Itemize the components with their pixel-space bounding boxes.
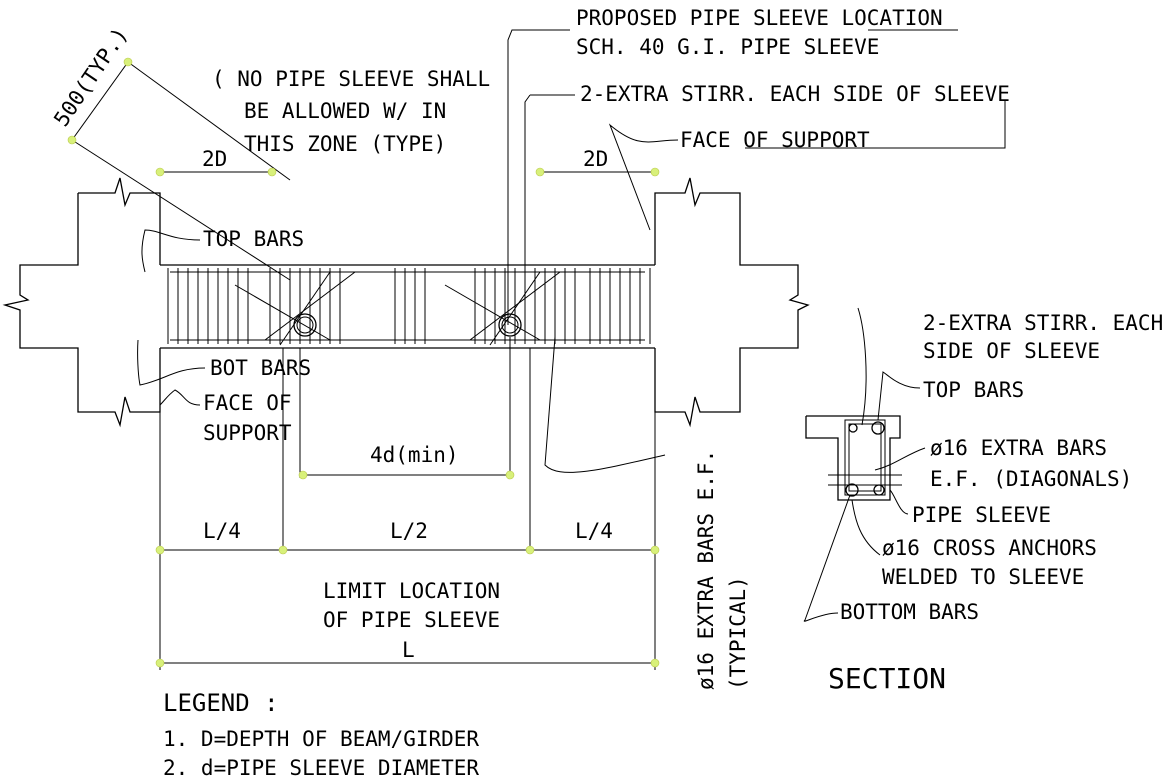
dim-l-half: L/2: [390, 519, 428, 543]
no-sleeve-line1: ( NO PIPE SLEEVE SHALL: [212, 67, 490, 91]
section-stirr-1: 2-EXTRA STIRR. EACH: [923, 311, 1163, 335]
legend-item-2: 2. d=PIPE SLEEVE DIAMETER: [163, 756, 479, 779]
proposed-line1: PROPOSED PIPE SLEEVE LOCATION: [576, 6, 943, 30]
extra-bars-vertical-1: ø16 EXTRA BARS E.F.: [694, 450, 718, 690]
dim-2d-right: 2D: [583, 147, 608, 171]
top-bars-label: TOP BARS: [203, 227, 304, 251]
dim-l-quarter-left: L/4: [203, 519, 241, 543]
right-support: [654, 177, 810, 428]
section-top-bars: TOP BARS: [923, 378, 1024, 402]
dim-4d-min: 4d(min): [370, 443, 459, 467]
section-stirr-2: SIDE OF SLEEVE: [923, 339, 1100, 363]
leader-lines: [71, 29, 1006, 670]
extra-bars-vertical-2: (TYPICAL): [726, 576, 750, 690]
limit-line1: LIMIT LOCATION: [323, 579, 500, 603]
diagonal-bars: [234, 271, 561, 346]
typ-500: 500(TYP.): [49, 23, 133, 131]
limit-line2: OF PIPE SLEEVE: [323, 608, 500, 632]
dim-2d-left: 2D: [202, 147, 227, 171]
section-extra-1: ø16 EXTRA BARS: [930, 436, 1107, 460]
no-sleeve-line2: BE ALLOWED W/ IN: [244, 99, 446, 123]
dim-l-quarter-right: L/4: [575, 519, 613, 543]
face-of-label: FACE OF: [203, 391, 292, 415]
dim-span-l: L: [402, 638, 415, 662]
section-anchors-1: ø16 CROSS ANCHORS: [882, 536, 1097, 560]
section-anchors-2: WELDED TO SLEEVE: [882, 565, 1084, 589]
face-support-top: FACE OF SUPPORT: [680, 128, 870, 152]
left-support: [2, 177, 161, 428]
section-title: SECTION: [828, 662, 946, 695]
section-bottom-bars: BOTTOM BARS: [840, 600, 979, 624]
extra-stirr-note: 2-EXTRA STIRR. EACH SIDE OF SLEEVE: [580, 82, 1010, 106]
pipe-sleeve-right: [498, 313, 522, 337]
beam: [160, 264, 655, 349]
support-label: SUPPORT: [203, 421, 292, 445]
pipe-sleeve-left: [293, 313, 317, 337]
legend-title: LEGEND :: [163, 689, 279, 717]
bot-bars-label: BOT BARS: [210, 356, 311, 380]
section-extra-2: E.F. (DIAGONALS): [930, 467, 1132, 491]
no-sleeve-line3: THIS ZONE (TYPE): [244, 132, 446, 156]
legend-item-1: 1. D=DEPTH OF BEAM/GIRDER: [163, 727, 479, 751]
section-pipe-sleeve: PIPE SLEEVE: [912, 503, 1051, 527]
dimension-nodes: [67, 57, 660, 668]
annotations: PROPOSED PIPE SLEEVE LOCATION SCH. 40 G.…: [49, 6, 1163, 779]
proposed-line2: SCH. 40 G.I. PIPE SLEEVE: [576, 35, 879, 59]
section-detail: [803, 307, 926, 622]
